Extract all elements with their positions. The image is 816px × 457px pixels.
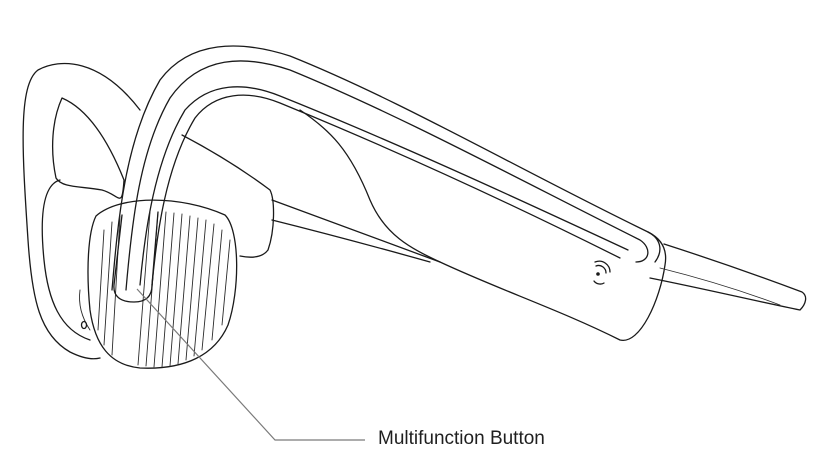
neckband-outer xyxy=(111,45,661,291)
left-earpiece xyxy=(87,199,238,369)
left-ear-hook-inner xyxy=(51,97,125,199)
rear-band-lower xyxy=(271,199,441,263)
left-connector xyxy=(181,134,275,258)
microphone-hole-icon xyxy=(80,320,88,330)
neckband-outer-2 xyxy=(125,60,649,291)
multifunction-button-label: Multifunction Button xyxy=(378,428,545,449)
neckband-inner xyxy=(139,86,629,286)
callout-leader-line xyxy=(136,288,365,441)
left-ear-hook-outer xyxy=(22,62,141,360)
band-stem xyxy=(113,211,159,303)
neckband-inner-2 xyxy=(151,94,621,286)
sensor-icon xyxy=(593,260,611,285)
rear-band-top xyxy=(649,243,807,311)
left-ear-pad xyxy=(41,179,91,341)
right-module-body xyxy=(299,109,667,341)
